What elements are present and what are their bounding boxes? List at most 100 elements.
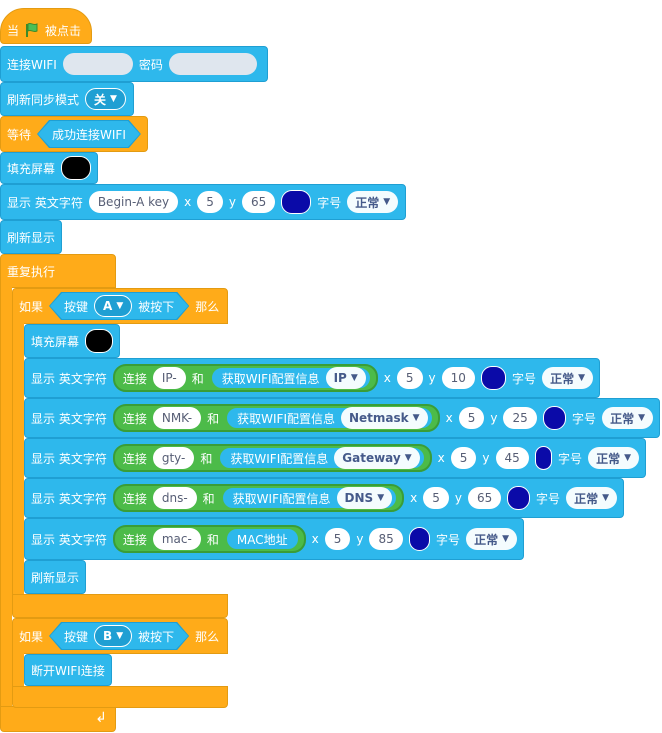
text-color-swatch[interactable] (534, 446, 553, 470)
x-input[interactable]: 5 (396, 367, 423, 389)
show-text-block[interactable]: 显示 英文字符 Begin-A key x 5 y 65 字号 正常 ▼ (0, 184, 406, 220)
forever-loop-footer: ↲ (0, 706, 116, 732)
wifi-connected-condition[interactable]: 成功连接WIFI (37, 120, 141, 148)
chevron-down-icon: ▼ (578, 373, 585, 383)
key-pressed-condition[interactable]: 按键 A ▼ 被按下 (49, 292, 189, 320)
fill-screen-block[interactable]: 填充屏幕 (0, 152, 98, 184)
x-input[interactable]: 5 (458, 407, 485, 429)
disconnect-wifi-label: 断开WIFI连接 (31, 663, 105, 678)
join-reporter[interactable]: 连接 mac- 和 MAC地址 (112, 525, 306, 553)
show-text-block[interactable]: 显示 英文字符 连接 dns- 和 获取WIFI配置信息 DNS ▼ x 5 y… (24, 478, 624, 518)
wifi-info-reporter[interactable]: 获取WIFI配置信息 Gateway ▼ (218, 446, 426, 470)
prefix-input[interactable]: gty- (152, 447, 195, 469)
y-input[interactable]: 25 (503, 407, 537, 429)
prefix-input[interactable]: dns- (152, 487, 197, 509)
show-text-label: 显示 英文字符 (31, 411, 107, 426)
size-dropdown[interactable]: 正常 ▼ (466, 528, 517, 550)
size-label: 字号 (536, 491, 561, 506)
size-label: 字号 (317, 195, 342, 210)
x-input[interactable]: 5 (450, 447, 477, 469)
chevron-down-icon: ▼ (350, 373, 358, 383)
size-dropdown[interactable]: 正常 ▼ (566, 487, 617, 509)
if-a-block[interactable]: 如果 按键 A ▼ 被按下 那么 (12, 288, 228, 324)
wifi-info-dropdown[interactable]: IP ▼ (325, 367, 366, 389)
prefix-input[interactable]: mac- (152, 528, 201, 550)
if-b-block[interactable]: 如果 按键 B ▼ 被按下 那么 (12, 618, 228, 654)
text-color-swatch[interactable] (408, 527, 431, 551)
key-pressed-condition[interactable]: 按键 B ▼ 被按下 (49, 622, 189, 650)
password-input[interactable] (168, 53, 257, 75)
show-text-block[interactable]: 显示 英文字符 连接 mac- 和 MAC地址 x 5 y 85 字号 正常 ▼ (24, 518, 524, 560)
join-reporter[interactable]: 连接 gty- 和 获取WIFI配置信息 Gateway ▼ (112, 444, 432, 472)
x-label: x (184, 195, 192, 209)
size-value: 正常 (610, 411, 635, 426)
join-reporter[interactable]: 连接 dns- 和 获取WIFI配置信息 DNS ▼ (112, 484, 405, 512)
if-b-arm (12, 653, 24, 687)
if-a-arm (12, 323, 24, 595)
text-color-swatch[interactable] (281, 190, 312, 214)
join-label: 连接 (122, 411, 147, 426)
wifi-info-dropdown[interactable]: Gateway ▼ (334, 447, 420, 469)
if-b-footer (12, 686, 228, 708)
x-label: x (311, 532, 319, 546)
size-dropdown[interactable]: 正常 ▼ (542, 367, 593, 389)
key-dropdown[interactable]: B ▼ (94, 625, 132, 647)
when-flag-clicked-block[interactable]: 当 被点击 (0, 8, 92, 44)
text-color-swatch[interactable] (542, 406, 567, 430)
prefix-input[interactable]: NMK- (152, 407, 202, 429)
prefix-input[interactable]: IP- (152, 367, 186, 389)
wifi-info-reporter[interactable]: 获取WIFI配置信息 Netmask ▼ (225, 406, 434, 430)
connect-wifi-block[interactable]: 连接WIFI 密码 (0, 46, 268, 82)
refresh-display-block[interactable]: 刷新显示 (24, 560, 86, 594)
wifi-info-label: 获取WIFI配置信息 (230, 451, 329, 466)
wait-label: 等待 (7, 127, 32, 142)
text-input[interactable]: Begin-A key (88, 191, 179, 213)
y-label: y (356, 532, 364, 546)
join-reporter[interactable]: 连接 NMK- 和 获取WIFI配置信息 Netmask ▼ (112, 404, 440, 432)
x-input[interactable]: 5 (423, 487, 449, 509)
y-input[interactable]: 10 (441, 367, 475, 389)
mac-address-reporter[interactable]: MAC地址 (224, 527, 300, 551)
key-label: 按键 (64, 299, 89, 314)
y-label: y (482, 451, 490, 465)
y-input[interactable]: 45 (495, 447, 529, 469)
if-label: 如果 (19, 299, 44, 314)
join-reporter[interactable]: 连接 IP- 和 获取WIFI配置信息 IP ▼ (112, 364, 378, 392)
text-color-swatch[interactable] (507, 486, 531, 510)
y-input[interactable]: 65 (467, 487, 502, 509)
x-input[interactable]: 5 (324, 528, 351, 550)
wifi-info-reporter[interactable]: 获取WIFI配置信息 IP ▼ (209, 366, 372, 390)
show-text-block[interactable]: 显示 英文字符 连接 gty- 和 获取WIFI配置信息 Gateway ▼ x… (24, 438, 646, 478)
ssid-input[interactable] (62, 53, 133, 75)
fill-screen-block[interactable]: 填充屏幕 (24, 324, 120, 358)
refresh-display-block[interactable]: 刷新显示 (0, 220, 62, 254)
join-label: 连接 (122, 532, 147, 547)
y-label: y (428, 371, 436, 385)
x-input[interactable]: 5 (197, 191, 223, 213)
sync-mode-dropdown[interactable]: 关 ▼ (85, 88, 126, 110)
y-input[interactable]: 65 (241, 191, 276, 213)
disconnect-wifi-block[interactable]: 断开WIFI连接 (24, 654, 112, 686)
wifi-info-label: 获取WIFI配置信息 (221, 371, 320, 386)
key-dropdown[interactable]: A ▼ (94, 295, 132, 317)
size-dropdown[interactable]: 正常 ▼ (602, 407, 653, 429)
chevron-down-icon: ▼ (502, 534, 509, 544)
clicked-label: 被点击 (45, 23, 82, 38)
forever-loop-block[interactable]: 重复执行 (0, 254, 116, 288)
refresh-display-label: 刷新显示 (31, 570, 80, 585)
wifi-info-reporter[interactable]: 获取WIFI配置信息 DNS ▼ (220, 486, 399, 510)
y-input[interactable]: 85 (369, 528, 403, 550)
size-dropdown[interactable]: 正常 ▼ (347, 191, 399, 213)
wifi-info-dropdown[interactable]: DNS ▼ (336, 487, 393, 509)
show-text-block[interactable]: 显示 英文字符 连接 IP- 和 获取WIFI配置信息 IP ▼ x 5 y 1… (24, 358, 600, 398)
refresh-sync-mode-block[interactable]: 刷新同步模式 关 ▼ (0, 82, 134, 116)
wifi-info-value: Gateway (342, 451, 401, 465)
show-text-block[interactable]: 显示 英文字符 连接 NMK- 和 获取WIFI配置信息 Netmask ▼ x… (24, 398, 660, 438)
wait-until-block[interactable]: 等待 成功连接WIFI (0, 116, 148, 152)
key-label: 按键 (64, 629, 89, 644)
fill-color-swatch[interactable] (85, 329, 113, 353)
size-dropdown[interactable]: 正常 ▼ (588, 447, 639, 469)
text-color-swatch[interactable] (480, 366, 507, 390)
fill-color-swatch[interactable] (61, 156, 91, 180)
wifi-info-dropdown[interactable]: Netmask ▼ (341, 407, 428, 429)
